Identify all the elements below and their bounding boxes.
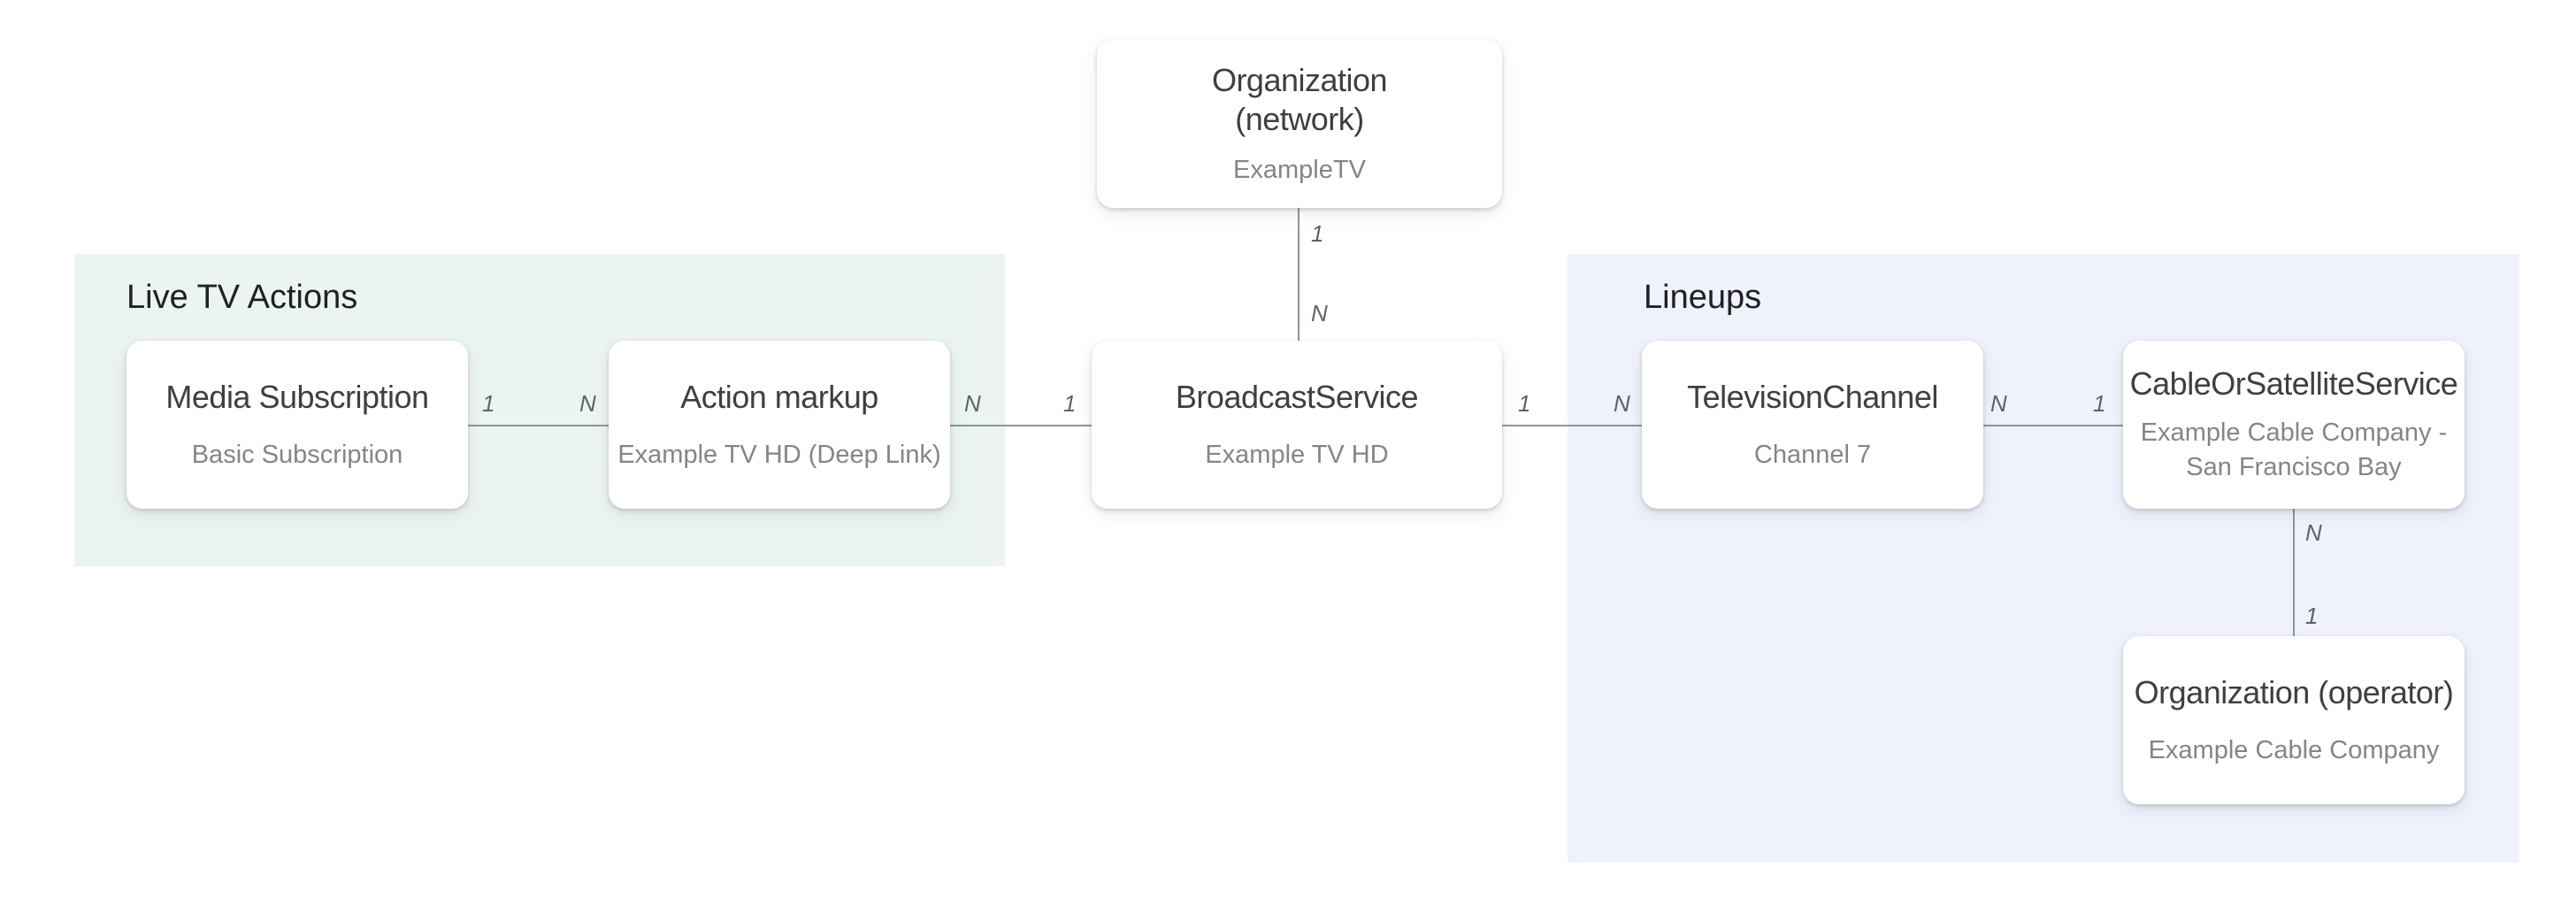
node-title: CableOrSatelliteService xyxy=(2129,365,2458,402)
connector-broadcast-channel xyxy=(1502,425,1642,426)
node-cable-or-satellite-service: CableOrSatelliteService Example Cable Co… xyxy=(2123,341,2465,509)
node-subtitle: Example TV HD (Deep Link) xyxy=(617,440,941,469)
node-action-markup: Action markup Example TV HD (Deep Link) xyxy=(609,341,950,509)
cardinality-label-channel-cable-1: 1 xyxy=(2093,390,2106,417)
connector-media-action xyxy=(468,425,609,426)
node-television-channel: TelevisionChannel Channel 7 xyxy=(1642,341,1983,509)
cardinality-label-broadcast-channel-1: 1 xyxy=(1518,390,1531,417)
cardinality-label-network-broadcast-n: N xyxy=(1311,300,1328,326)
cardinality-label-action-n: N xyxy=(579,390,596,417)
node-media-subscription: Media Subscription Basic Subscription xyxy=(126,341,468,509)
node-title: Media Subscription xyxy=(165,378,429,415)
connector-cable-operator xyxy=(2293,509,2295,636)
cardinality-label-action-broadcast-1: 1 xyxy=(1063,390,1077,417)
cardinality-label-channel-cable-n: N xyxy=(1990,390,2007,417)
connector-action-broadcast xyxy=(950,425,1092,426)
region-title-live-tv-actions: Live TV Actions xyxy=(126,279,358,316)
cardinality-label-broadcast-channel-n: N xyxy=(1614,390,1630,417)
cardinality-label-cable-operator-1: 1 xyxy=(2305,603,2319,629)
node-subtitle: Basic Subscription xyxy=(191,440,403,469)
node-title: Organization (operator) xyxy=(2134,673,2454,710)
node-title: TelevisionChannel xyxy=(1687,378,1938,415)
node-organization-network: Organization (network) ExampleTV xyxy=(1097,40,1502,208)
cardinality-label-media-1: 1 xyxy=(482,390,495,417)
node-title: Action markup xyxy=(680,378,878,415)
region-title-lineups: Lineups xyxy=(1644,279,1762,316)
node-subtitle: ExampleTV xyxy=(1233,155,1366,184)
node-subtitle: Channel 7 xyxy=(1753,440,1872,469)
cardinality-label-cable-operator-n: N xyxy=(2305,519,2322,546)
cardinality-label-network-broadcast-1: 1 xyxy=(1311,220,1324,247)
connector-network-broadcast xyxy=(1298,208,1300,341)
node-broadcast-service: BroadcastService Example TV HD xyxy=(1092,341,1502,509)
node-title: BroadcastService xyxy=(1175,378,1419,415)
cardinality-label-action-broadcast-n: N xyxy=(964,390,981,417)
node-subtitle: Example Cable Company xyxy=(2148,735,2440,764)
node-title: Organization (network) xyxy=(1211,61,1388,137)
node-subtitle: Example TV HD xyxy=(1205,440,1389,469)
node-subtitle: Example Cable Company - San Francisco Ba… xyxy=(2140,418,2448,481)
node-organization-operator: Organization (operator) Example Cable Co… xyxy=(2123,636,2465,804)
connector-channel-cable xyxy=(1983,425,2123,426)
